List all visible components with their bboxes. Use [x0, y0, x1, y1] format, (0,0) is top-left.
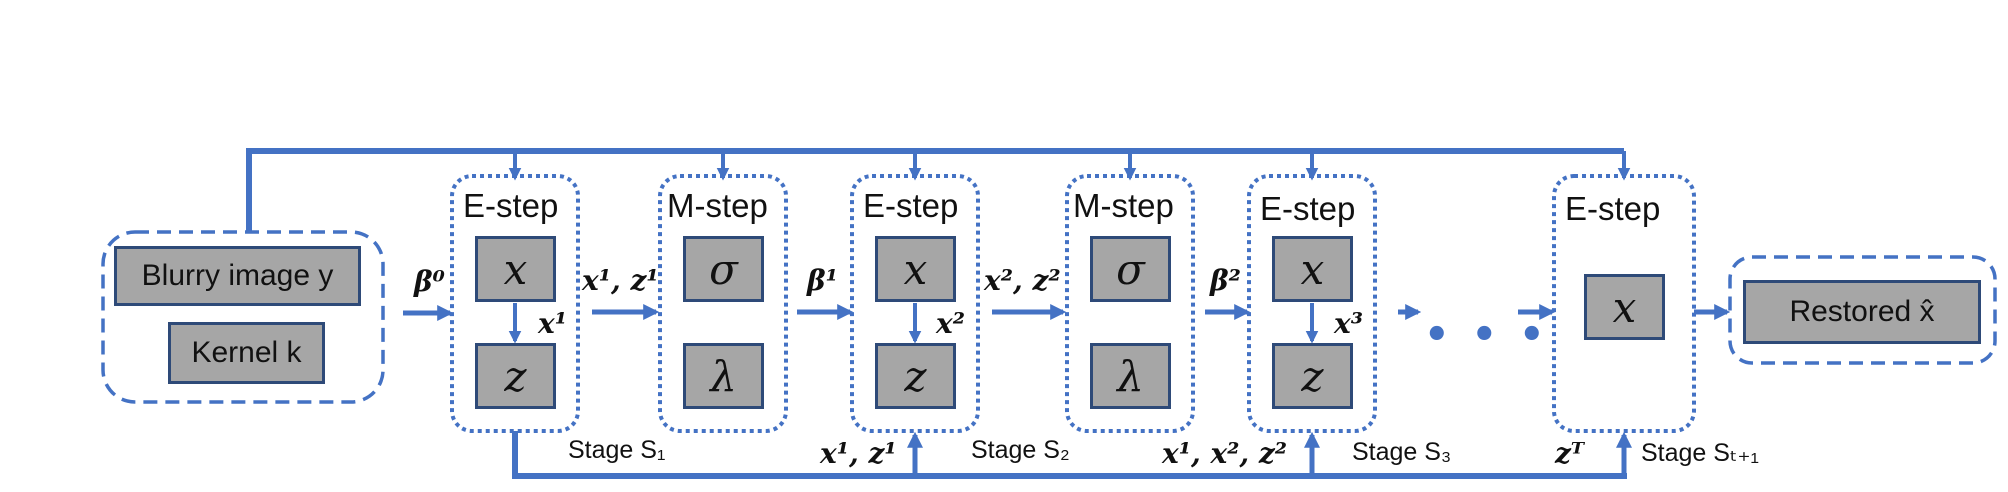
sigma-box-1: σ: [683, 236, 764, 302]
e-step-title-1: E-step: [463, 187, 559, 224]
kernel-label: Kernel k: [191, 336, 302, 369]
x-box-1: x: [475, 236, 556, 302]
top-bus: [246, 148, 1624, 232]
x2-inner-label: x²: [936, 307, 965, 340]
zT-label: zᵀ: [1555, 437, 1585, 470]
beta2-label: β²: [1210, 264, 1241, 297]
bottom-label-2: x¹, x², z²: [1162, 437, 1288, 470]
e-step-title-2: E-step: [863, 187, 959, 224]
blurry-image-label: Blurry image y: [141, 259, 334, 292]
z-box-3: z: [1272, 343, 1353, 409]
xz1-label: x¹, z¹: [582, 264, 659, 297]
m-step-title-1: M-step: [667, 187, 768, 224]
ellipsis: • • •: [1424, 312, 1549, 358]
bottom-label-1: x¹, z¹: [820, 437, 897, 470]
x-box-2: x: [875, 236, 956, 302]
x-box-T: x: [1584, 274, 1665, 340]
bottom-bus: [512, 431, 1627, 479]
xz2-label: x², z²: [984, 264, 1061, 297]
stage-label-T: Stage Sₜ₊₁: [1641, 439, 1759, 467]
beta1-label: β¹: [807, 264, 838, 297]
x-box-3: x: [1272, 236, 1353, 302]
lambda-box-2: λ: [1090, 343, 1171, 409]
stage-label-2: Stage S₂: [971, 436, 1070, 464]
x3-inner-label: x³: [1334, 307, 1363, 340]
stage-label-3: Stage S₃: [1352, 438, 1452, 466]
flow-arrows: [403, 303, 1731, 322]
e-step-title-T: E-step: [1565, 190, 1661, 227]
stage-label-1: Stage S₁: [568, 436, 666, 464]
m-step-title-2: M-step: [1073, 187, 1174, 224]
z-box-2: z: [875, 343, 956, 409]
restored-box: Restored x̂: [1743, 280, 1981, 344]
kernel-box: Kernel k: [168, 322, 325, 384]
e-step-title-3: E-step: [1260, 190, 1356, 227]
restored-label: Restored x̂: [1789, 295, 1935, 328]
x1-inner-label: x¹: [538, 307, 567, 340]
input-container: [101, 230, 385, 404]
blurry-image-box: Blurry image y: [114, 246, 361, 306]
z-box-1: z: [475, 343, 556, 409]
sigma-box-2: σ: [1090, 236, 1171, 302]
lambda-box-1: λ: [683, 343, 764, 409]
beta0-label: β⁰: [414, 265, 445, 298]
